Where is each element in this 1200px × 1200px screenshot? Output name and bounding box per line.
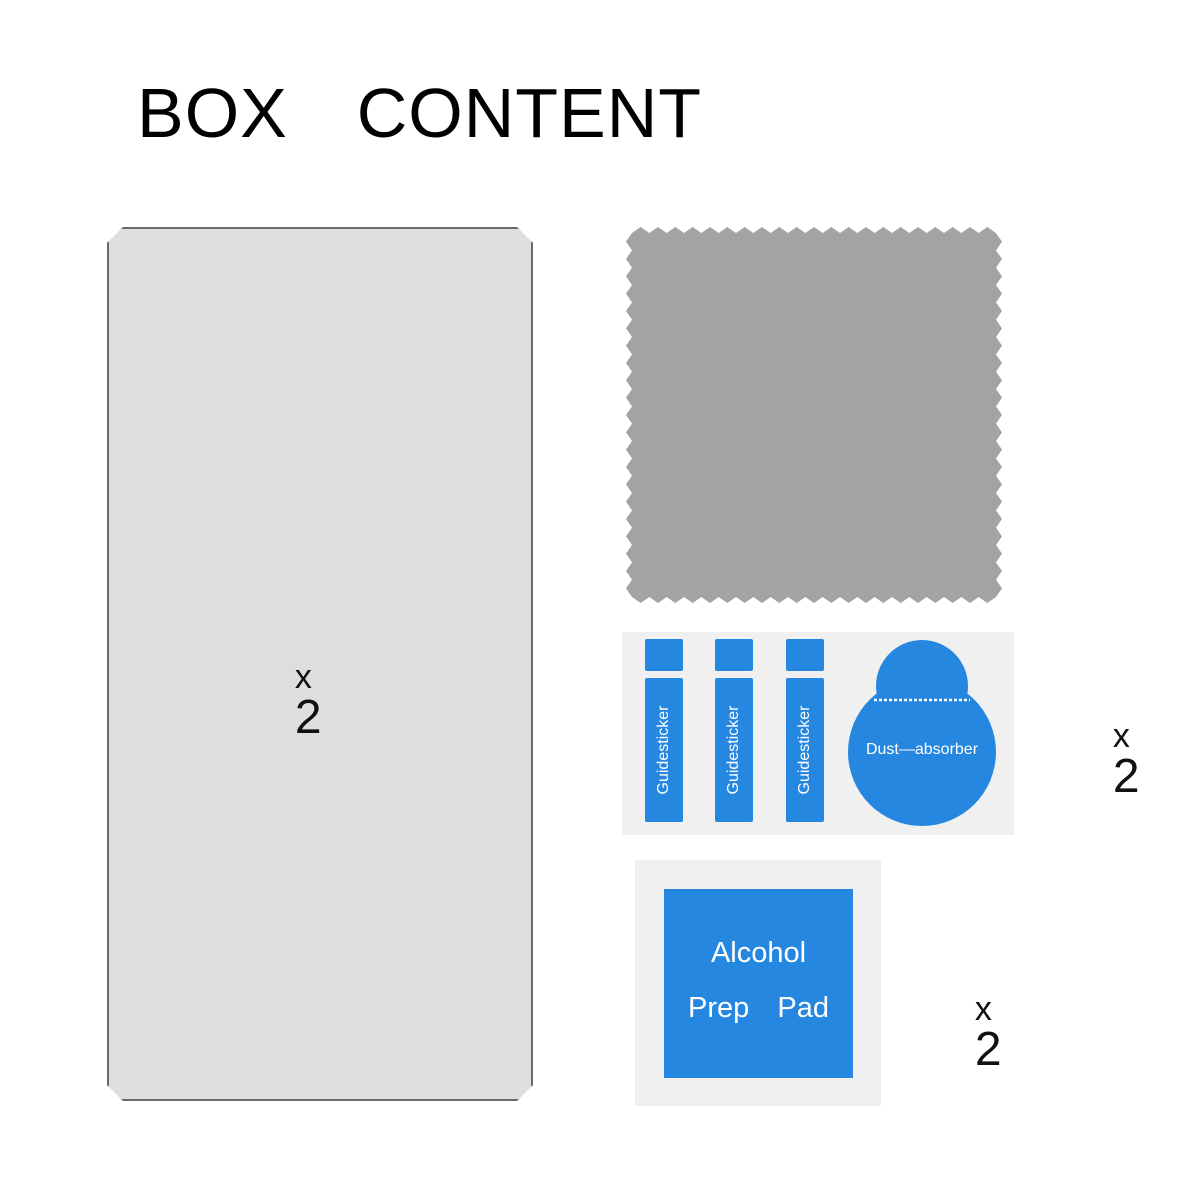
quantity-number: 2 bbox=[294, 691, 322, 744]
cleaning-cloth bbox=[626, 227, 1002, 603]
guide-sticker-tab-2 bbox=[715, 639, 753, 671]
quantity-number: 2 bbox=[1112, 750, 1140, 803]
guide-sticker-label: Guidesticker bbox=[796, 705, 813, 795]
alcohol-pad-label-line2: Prep Pad bbox=[688, 992, 829, 1024]
guide-sticker-tab-1 bbox=[645, 639, 683, 671]
screen-protector-quantity: x 2 bbox=[286, 644, 322, 742]
guide-sticker-tab-3 bbox=[786, 639, 824, 671]
quantity-number: 2 bbox=[974, 1023, 1002, 1076]
dust-absorber bbox=[848, 640, 996, 826]
dust-absorber-label: Dust—absorber bbox=[865, 741, 979, 758]
quantity-multiplier: x bbox=[294, 658, 312, 696]
screen-protector bbox=[107, 227, 533, 1101]
guide-sticker-1: Guidesticker bbox=[645, 678, 683, 822]
alcohol-pad-label-line1: Alcohol bbox=[710, 937, 807, 969]
installation-kit-quantity: x 2 bbox=[1104, 703, 1140, 801]
quantity-multiplier: x bbox=[1112, 717, 1130, 755]
guide-sticker-2: Guidesticker bbox=[715, 678, 753, 822]
alcohol-pad-quantity: x 2 bbox=[966, 976, 1002, 1074]
alcohol-pad bbox=[664, 889, 853, 1078]
guide-sticker-label: Guidesticker bbox=[655, 705, 672, 795]
page-title: BOX CONTENT bbox=[137, 74, 703, 152]
quantity-multiplier: x bbox=[974, 990, 992, 1028]
guide-sticker-label: Guidesticker bbox=[725, 705, 742, 795]
guide-sticker-3: Guidesticker bbox=[786, 678, 824, 822]
